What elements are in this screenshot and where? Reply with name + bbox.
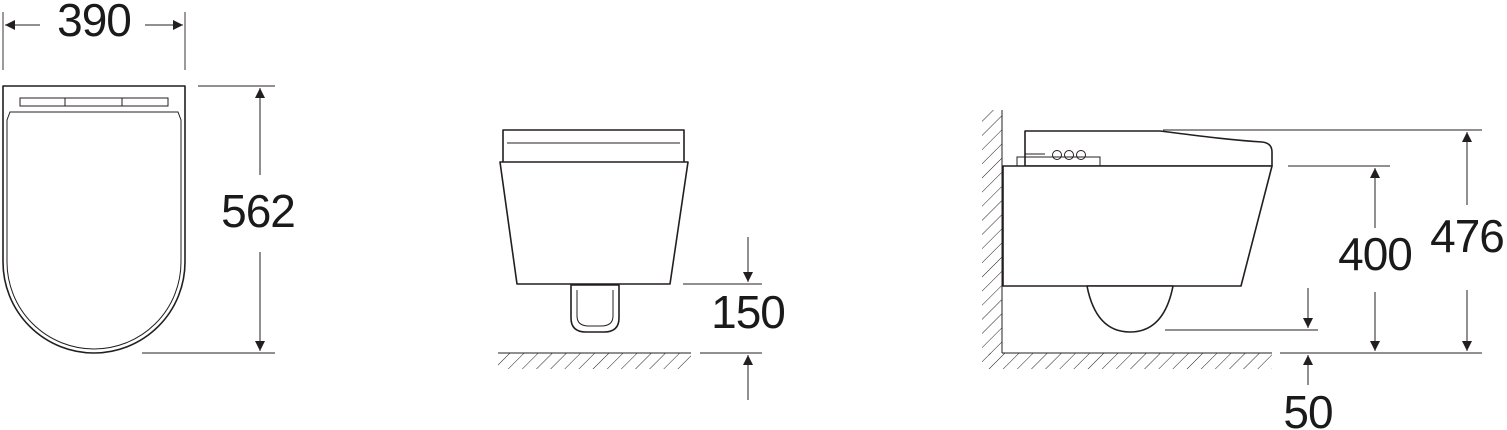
side-seat — [1024, 130, 1273, 167]
front-seat — [502, 129, 685, 166]
button-icon — [1052, 150, 1062, 160]
pedestal-inner — [576, 290, 614, 327]
seat-hinge — [19, 97, 169, 107]
dim-side-clearance: 50 — [1283, 386, 1332, 430]
floor-hatch — [982, 353, 1272, 369]
side-bowl — [1002, 165, 1273, 287]
dim-top-width: 390 — [57, 0, 131, 46]
top-view-outline — [2, 85, 186, 354]
dim-front-clearance: 150 — [711, 286, 785, 338]
floor-hatch — [498, 353, 691, 369]
top-view: 390 562 — [2, 0, 296, 354]
wall-hatch — [982, 110, 1002, 355]
dim-side-476: 476 — [1430, 210, 1504, 262]
seat-lid — [6, 111, 182, 350]
dim-top-length: 562 — [221, 185, 295, 237]
side-underbowl — [1086, 285, 1174, 333]
side-view: 476 400 50 — [982, 110, 1505, 430]
front-bowl — [499, 161, 689, 285]
front-pedestal — [570, 284, 620, 333]
button-icon — [1064, 150, 1074, 160]
front-view: 150 — [498, 129, 786, 400]
dim-side-400: 400 — [1338, 228, 1412, 280]
button-icon — [1076, 150, 1086, 160]
